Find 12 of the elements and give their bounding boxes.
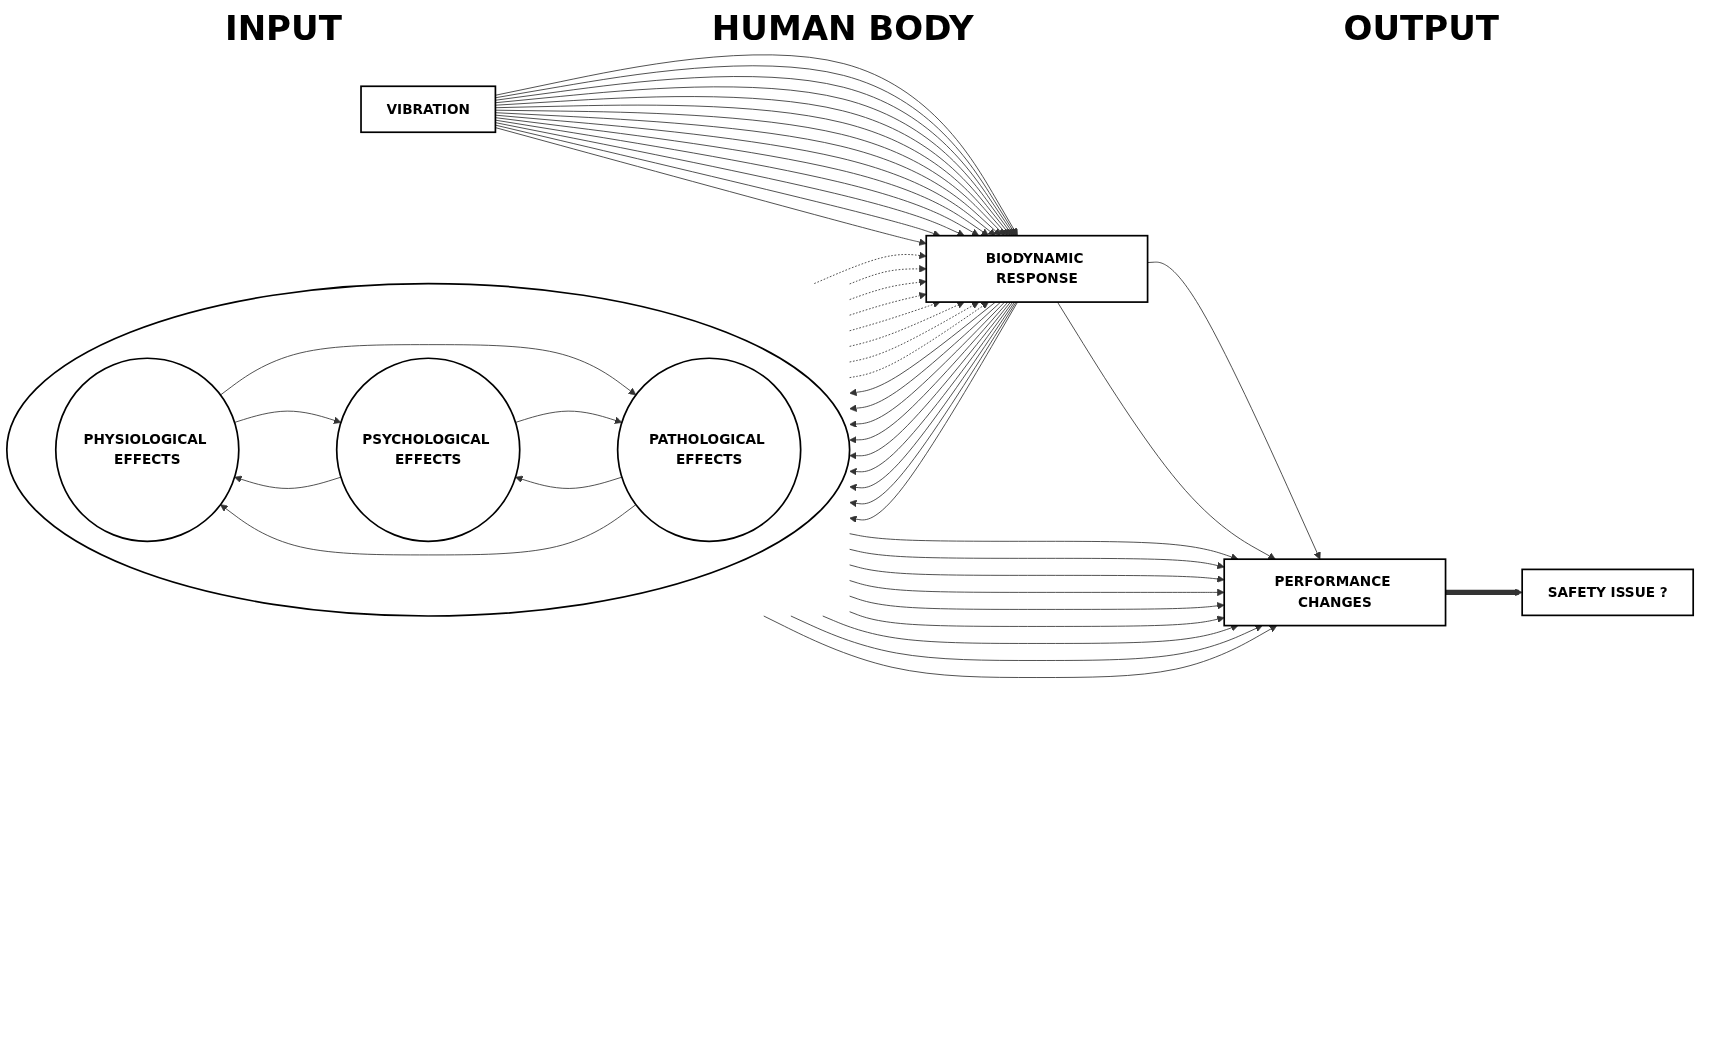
section-heading: HUMAN BODY [711,8,974,48]
arrow [1445,588,1523,597]
section-heading: OUTPUT [1343,8,1499,48]
node-circle: PATHOLOGICAL EFFECTS [616,357,802,543]
node-box: SAFETY ISSUE ? [1521,568,1695,617]
node-box: VIBRATION [360,85,497,134]
section-heading: INPUT [225,8,342,48]
cluster [5,282,851,617]
node-circle: PHYSIOLOGICAL EFFECTS [54,357,240,543]
node-box: BIODYNAMIC RESPONSE [925,234,1149,303]
node-box: PERFORMANCE CHANGES [1223,558,1447,627]
node-circle: PSYCHOLOGICAL EFFECTS [335,357,521,543]
